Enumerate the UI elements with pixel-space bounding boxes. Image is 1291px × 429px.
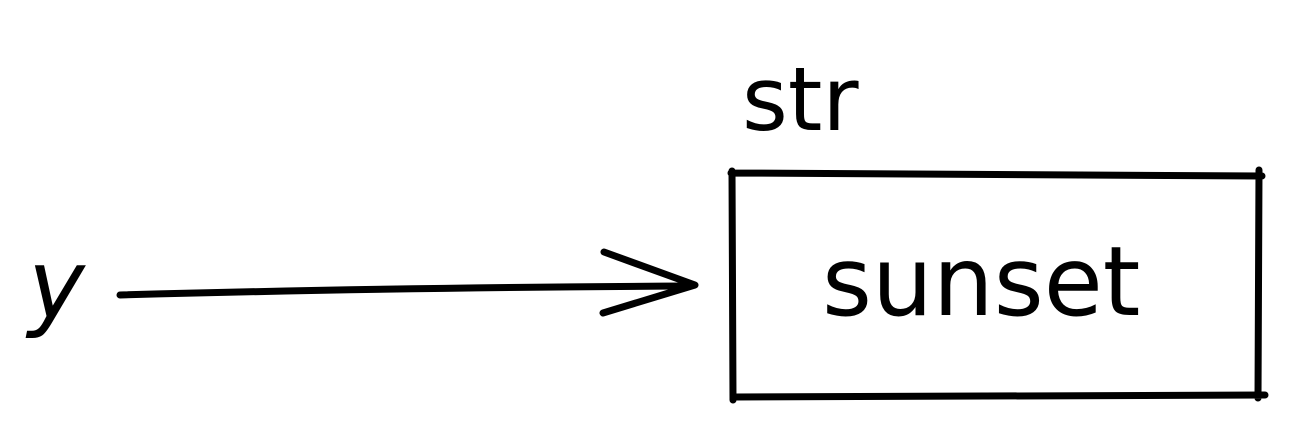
reference-arrow-head — [599, 248, 699, 317]
object-type-label: str — [742, 48, 859, 151]
object-box — [727, 166, 1269, 404]
object-value-text: sunset — [822, 226, 1140, 338]
variable-name-label: y — [25, 229, 86, 341]
reference-arrow-shaft — [116, 282, 694, 299]
